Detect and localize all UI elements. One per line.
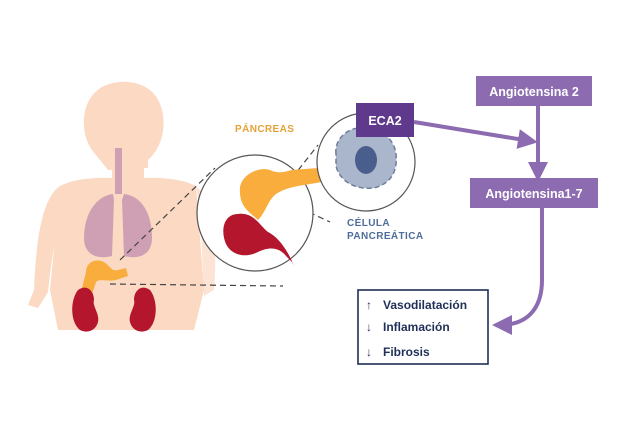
lungs-icon bbox=[84, 148, 152, 258]
effect-arrow-inflammation: ↓ bbox=[366, 320, 372, 334]
kidneys-icon bbox=[72, 287, 156, 332]
nucleus-icon bbox=[355, 146, 377, 174]
angiotensin17-to-effects-arrow bbox=[492, 208, 544, 335]
cell-zoom-circle bbox=[316, 112, 416, 212]
cell-label-line2: PANCREÁTICA bbox=[347, 229, 423, 242]
effect-vasodilatation: Vasodilatación bbox=[383, 298, 467, 312]
eca2-to-pathway-arrow bbox=[413, 120, 538, 149]
effect-fibrosis: Fibrosis bbox=[383, 345, 430, 359]
eca2-box: ECA2 bbox=[356, 103, 414, 137]
eca2-label: ECA2 bbox=[368, 114, 401, 128]
duodenum-kidney-icon bbox=[223, 213, 294, 266]
angiotensin2-label: Angiotensina 2 bbox=[489, 85, 579, 99]
pathway-arrows bbox=[413, 106, 548, 335]
angiotensin17-box: Angiotensina1-7 bbox=[470, 178, 598, 208]
pancreas-label: PÁNCREAS bbox=[235, 122, 294, 135]
pancreas-zoom-circle bbox=[196, 154, 322, 272]
angiotensin17-label: Angiotensina1-7 bbox=[485, 187, 582, 201]
body-pancreas-icon bbox=[81, 260, 128, 301]
effect-arrow-fibrosis: ↓ bbox=[366, 345, 372, 359]
angiotensin2-box: Angiotensina 2 bbox=[476, 76, 592, 106]
human-body-silhouette bbox=[28, 81, 216, 330]
effect-arrow-vasodilatation: ↑ bbox=[366, 298, 372, 312]
effects-box: ↑ Vasodilatación ↓ Inflamación ↓ Fibrosi… bbox=[357, 289, 489, 365]
cell-label-line1: CÉLULA bbox=[347, 216, 390, 229]
pancreas-icon bbox=[239, 168, 322, 220]
effect-inflammation: Inflamación bbox=[383, 320, 450, 334]
